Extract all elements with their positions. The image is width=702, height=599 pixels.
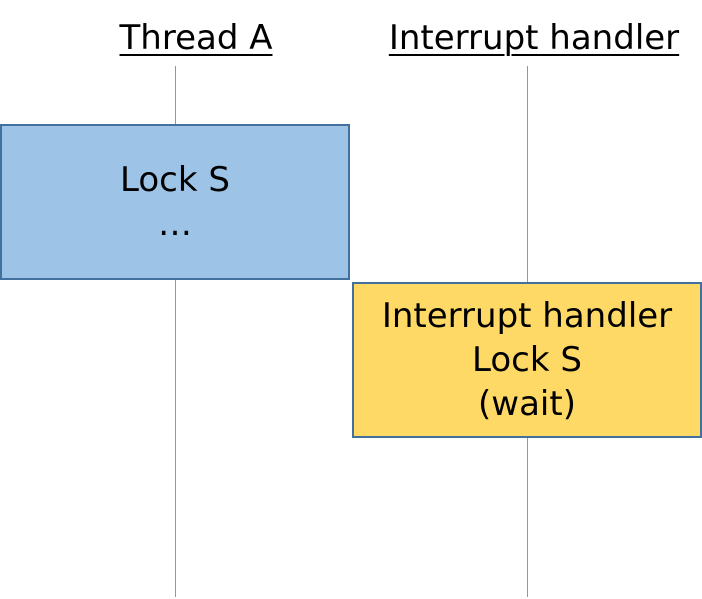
box-text-line: Lock S bbox=[120, 160, 230, 200]
lane-header-interrupt-handler: Interrupt handler bbox=[388, 18, 680, 58]
lifeline-thread-a bbox=[175, 66, 176, 597]
interrupt-handler-wait-box: Interrupt handler Lock S (wait) bbox=[352, 282, 702, 438]
box-text-line: Interrupt handler bbox=[381, 296, 673, 336]
box-text-line: (wait) bbox=[478, 384, 576, 424]
thread-a-lock-box: Lock S … bbox=[0, 124, 350, 280]
box-text-line: … bbox=[158, 204, 192, 244]
lane-header-thread-a: Thread A bbox=[119, 18, 273, 58]
box-text-line: Lock S bbox=[472, 340, 582, 380]
